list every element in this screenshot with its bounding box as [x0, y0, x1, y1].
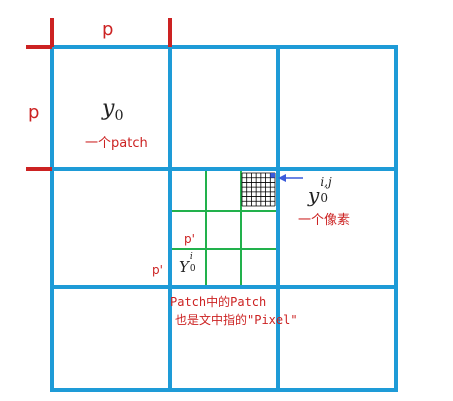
- inner-patch-symbol-superscript: i: [189, 252, 193, 262]
- patch-size-label-top: p: [102, 19, 114, 40]
- caption-line-2: 也是文中指的"Pixel": [175, 313, 298, 327]
- pixel-symbol-subscript: 0: [320, 191, 328, 205]
- inner-patch-grid: [172, 171, 276, 285]
- patch-size-label-left: p: [28, 102, 40, 123]
- inner-patch-symbol-base: Y: [179, 258, 189, 276]
- pixel-arrow: [278, 174, 303, 182]
- pixel-symbol-base: y: [308, 183, 320, 207]
- dimension-markers: [26, 18, 172, 171]
- patch-symbol-subscript: 0: [114, 108, 124, 124]
- patch-caption: 一个patch: [85, 136, 148, 151]
- inner-patch-symbol-subscript: 0: [189, 264, 196, 274]
- caption-line-1: Patch中的Patch: [170, 295, 267, 309]
- patch-symbol-base: y: [102, 96, 115, 121]
- inner-patch-size-label-top: p': [184, 232, 195, 246]
- outer-patch-grid: [50, 45, 398, 392]
- pixel-symbol-superscript: i,j: [320, 175, 332, 189]
- pixel-grid: [241, 172, 276, 207]
- highlighted-pixel: [270, 173, 275, 178]
- patch-symbol-y0: y0: [102, 96, 124, 124]
- pixel-arrow-head: [278, 174, 286, 182]
- pixel-symbol-indices: i,j 0: [319, 176, 337, 205]
- outer-grid-border: [50, 45, 398, 392]
- inner-patch-size-label-left: p': [152, 263, 163, 277]
- pixel-caption: 一个像素: [298, 213, 351, 228]
